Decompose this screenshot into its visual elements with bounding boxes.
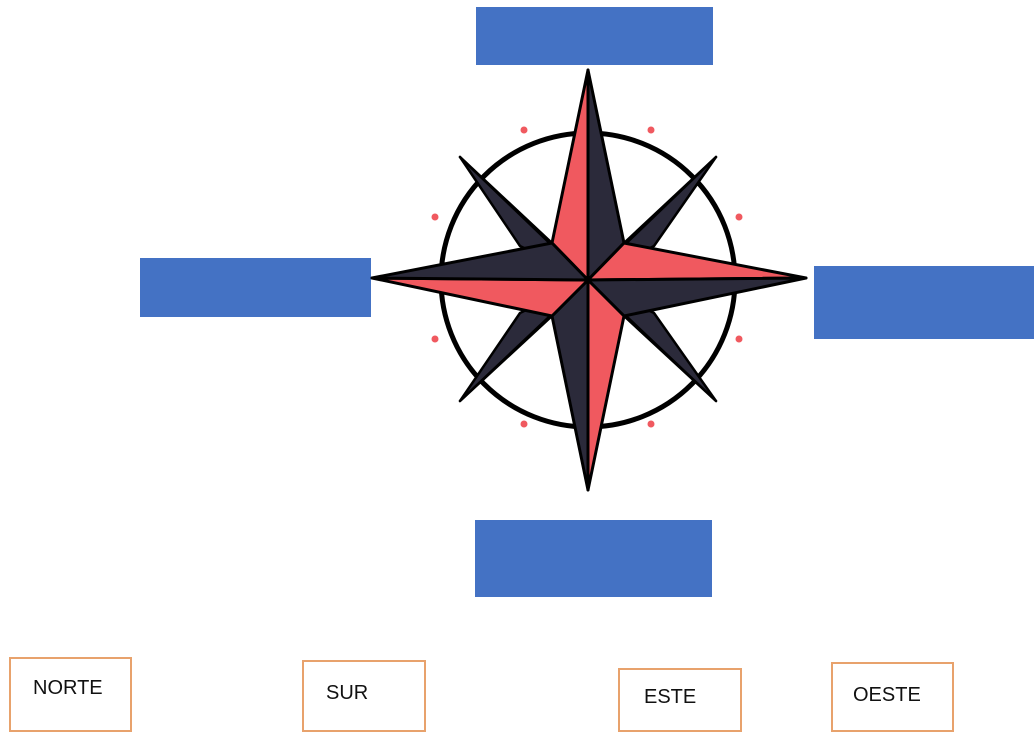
word-card-label: SUR: [326, 682, 368, 705]
word-card-label: ESTE: [644, 686, 696, 709]
word-card-norte[interactable]: NORTE: [9, 657, 132, 732]
word-card-label: NORTE: [33, 677, 103, 700]
word-card-oeste[interactable]: OESTE: [831, 662, 954, 732]
word-card-sur[interactable]: SUR: [302, 660, 426, 732]
word-card-este[interactable]: ESTE: [618, 668, 742, 732]
word-card-label: OESTE: [853, 684, 921, 707]
compass-cardinal-points: [372, 70, 806, 490]
